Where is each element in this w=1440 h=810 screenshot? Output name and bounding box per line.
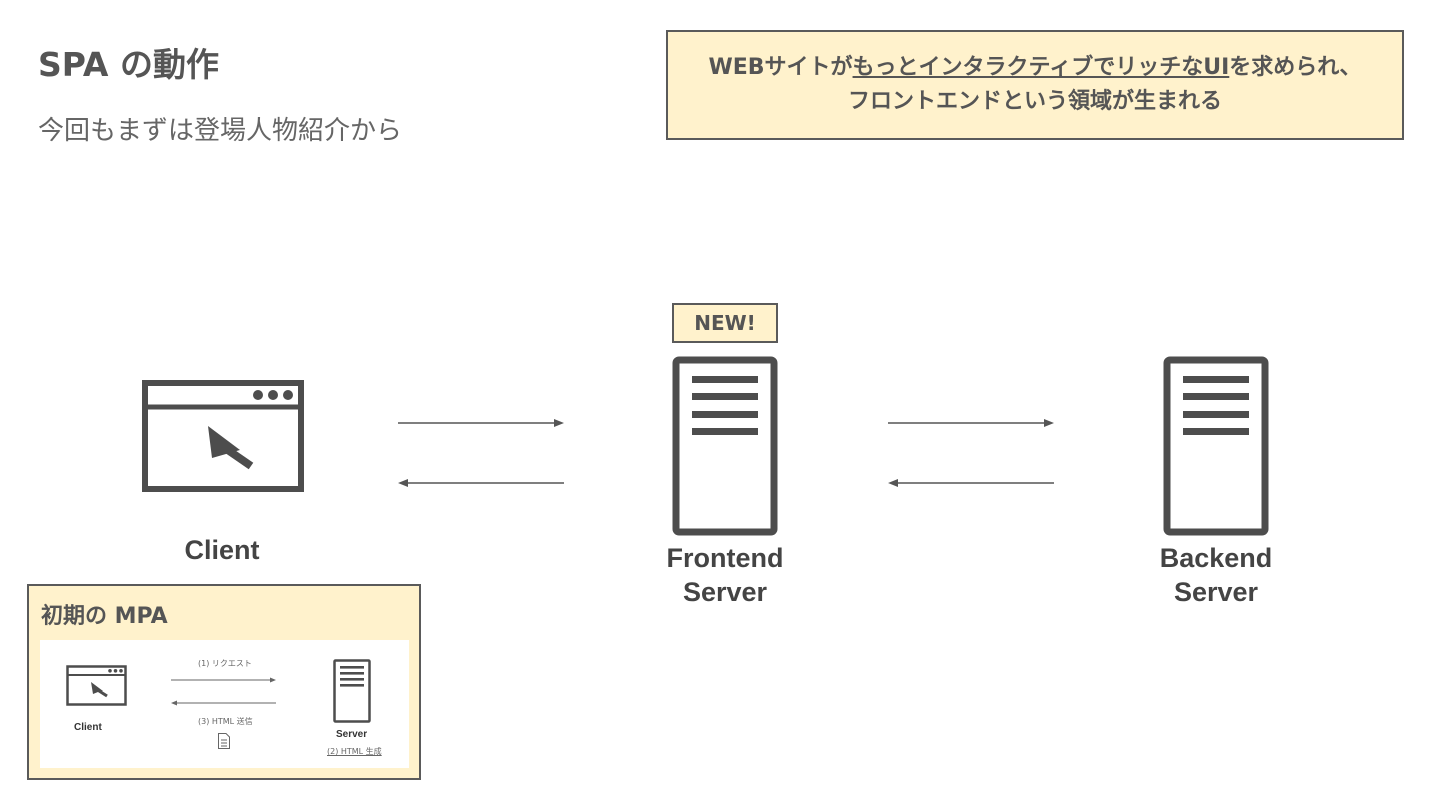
frontend-to-backend-arrow	[888, 419, 1054, 427]
callout-line-1-prefix: WEBサイトが	[708, 55, 853, 80]
backend-server-icon	[1163, 356, 1269, 536]
frontend-server-icon	[672, 356, 778, 536]
slide-subtitle: 今回もまずは登場人物紹介から	[38, 116, 403, 146]
mini-client-label: Client	[74, 722, 102, 733]
mini-generate-label: (2) HTML 生成	[327, 747, 382, 756]
mpa-inset: 初期の MPA Client (1) リクエスト (3) HTML 送信	[27, 584, 421, 780]
mini-response-label: (3) HTML 送信	[198, 717, 253, 726]
response-arrow-left	[398, 479, 564, 487]
frontend-backend-arrows	[888, 419, 1054, 487]
document-icon	[218, 733, 230, 749]
mini-server-icon	[333, 659, 371, 723]
mini-server-label: Server	[336, 729, 368, 740]
slide-title: SPA の動作	[38, 45, 219, 84]
client-label: Client	[184, 535, 260, 565]
callout-line-1-underlined: もっとインタラクティブでリッチなUI	[852, 55, 1230, 80]
backend-label-line-2: Server	[1173, 577, 1259, 607]
mini-request-label: (1) リクエスト	[198, 659, 252, 668]
client-frontend-arrows	[398, 419, 564, 487]
backend-to-frontend-arrow	[888, 479, 1054, 487]
frontend-label-line-1: Frontend	[666, 543, 784, 573]
new-badge: NEW!	[672, 303, 778, 343]
frontend-label-line-2: Server	[682, 577, 768, 607]
cursor-icon	[208, 426, 254, 470]
mpa-diagram-panel: Client (1) リクエスト (3) HTML 送信 Server (2) …	[40, 640, 409, 768]
mini-client-browser-icon	[66, 665, 127, 706]
backend-label-line-1: Backend	[1159, 543, 1273, 573]
callout-box: WEBサイトがもっとインタラクティブでリッチなUIを求められ、 フロントエンドと…	[666, 30, 1404, 140]
callout-line-1-suffix: を求められ、	[1229, 55, 1362, 80]
mini-arrows	[171, 677, 276, 706]
client-browser-icon	[142, 380, 304, 492]
mpa-inset-title: 初期の MPA	[41, 604, 168, 629]
frontend-label: Frontend Server	[640, 541, 810, 609]
request-arrow-right	[398, 419, 564, 427]
callout-line-2: フロントエンドという領域が生まれる	[847, 89, 1222, 114]
backend-label: Backend Server	[1131, 541, 1301, 609]
callout-line-1: WEBサイトがもっとインタラクティブでリッチなUIを求められ、	[708, 51, 1361, 85]
